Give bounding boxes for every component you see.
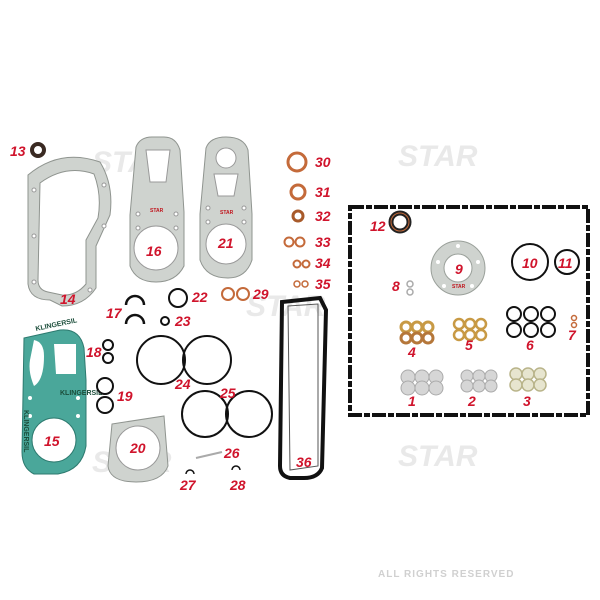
part-11 — [554, 249, 580, 275]
part-7 — [570, 314, 578, 329]
part-32 — [291, 209, 305, 223]
label-34: 34 — [315, 255, 331, 271]
label-16: 16 — [146, 243, 162, 259]
part-16: STAR — [129, 136, 185, 283]
label-15: 15 — [44, 433, 60, 449]
watermark-logo: STAR — [398, 440, 478, 473]
part-10 — [511, 243, 549, 281]
part-27 — [185, 469, 195, 475]
rights-text: ALL RIGHTS RESERVED — [378, 569, 514, 580]
label-14: 14 — [60, 291, 76, 307]
part-18 — [102, 339, 114, 364]
label-18: 18 — [86, 344, 102, 360]
part-22 — [168, 288, 188, 308]
part-17 — [124, 294, 146, 325]
part-13 — [30, 142, 46, 158]
part-23 — [160, 316, 170, 326]
part-26 — [195, 451, 223, 459]
label-32: 32 — [315, 208, 331, 224]
part-21: STAR — [199, 136, 253, 279]
part-6 — [506, 306, 556, 338]
part-15: KLINGERSIL KLINGERSIL KLINGERSIL — [21, 317, 103, 475]
label-28: 28 — [229, 477, 246, 493]
label-1: 1 — [408, 393, 416, 409]
label-26: 26 — [223, 445, 240, 461]
brand-stamp-text: STAR — [150, 208, 164, 214]
label-27: 27 — [179, 477, 197, 493]
label-22: 22 — [191, 289, 208, 305]
label-31: 31 — [315, 184, 331, 200]
label-19: 19 — [117, 388, 133, 404]
brand-stamp-text: STAR — [220, 210, 234, 216]
label-21: 21 — [217, 235, 234, 251]
label-8: 8 — [392, 278, 400, 294]
label-33: 33 — [315, 234, 331, 250]
label-24: 24 — [174, 376, 191, 392]
part-30 — [286, 151, 308, 173]
part-35 — [293, 280, 309, 288]
kit-frame — [348, 205, 590, 417]
part-33 — [283, 236, 306, 248]
part-9: STAR — [430, 240, 486, 296]
brand-stamp: STAR — [220, 210, 234, 216]
label-30: 30 — [315, 154, 331, 170]
part-34 — [292, 259, 311, 269]
watermark-text: STAR — [398, 140, 478, 173]
klingersil-print: KLINGERSIL — [22, 410, 29, 453]
part-31 — [289, 183, 307, 201]
part-20 — [107, 415, 169, 483]
brand-stamp: STAR — [452, 284, 466, 290]
part-5 — [452, 317, 488, 342]
part-1 — [400, 369, 444, 396]
label-6: 6 — [526, 337, 534, 353]
label-23: 23 — [174, 313, 191, 329]
part-4 — [399, 320, 435, 345]
watermark-logo: STAR — [246, 290, 326, 323]
watermark-logo: STAR — [398, 140, 478, 173]
part-2 — [460, 369, 498, 393]
brand-stamp-text: STAR — [452, 284, 466, 290]
part-8 — [406, 280, 414, 296]
label-12: 12 — [370, 218, 386, 234]
label-17: 17 — [106, 305, 123, 321]
part-24 — [136, 335, 232, 385]
label-35: 35 — [315, 276, 331, 292]
part-28 — [231, 465, 241, 471]
label-13: 13 — [10, 143, 26, 159]
part-12 — [388, 210, 412, 234]
watermark-text: STAR — [246, 290, 326, 323]
part-labels: 1 2 3 4 5 6 7 8 9 10 11 12 13 14 15 16 1… — [10, 143, 577, 493]
label-20: 20 — [129, 440, 146, 456]
part-3 — [509, 367, 547, 392]
label-2: 2 — [467, 393, 476, 409]
part-29 — [221, 287, 250, 301]
label-10: 10 — [522, 255, 538, 271]
label-5: 5 — [465, 337, 473, 353]
klingersil-print: KLINGERSIL — [60, 390, 103, 397]
watermark-text: STAR — [398, 440, 478, 473]
part-14 — [27, 156, 112, 307]
label-7: 7 — [568, 327, 577, 343]
label-25: 25 — [219, 385, 236, 401]
brand-stamp: STAR — [150, 208, 164, 214]
label-11: 11 — [558, 255, 573, 271]
label-36: 36 — [296, 454, 312, 470]
part-19 — [96, 377, 114, 414]
label-9: 9 — [455, 261, 463, 277]
part-25 — [181, 390, 273, 438]
part-36 — [277, 295, 329, 480]
label-29: 29 — [252, 286, 269, 302]
label-3: 3 — [523, 393, 531, 409]
label-4: 4 — [407, 344, 416, 360]
